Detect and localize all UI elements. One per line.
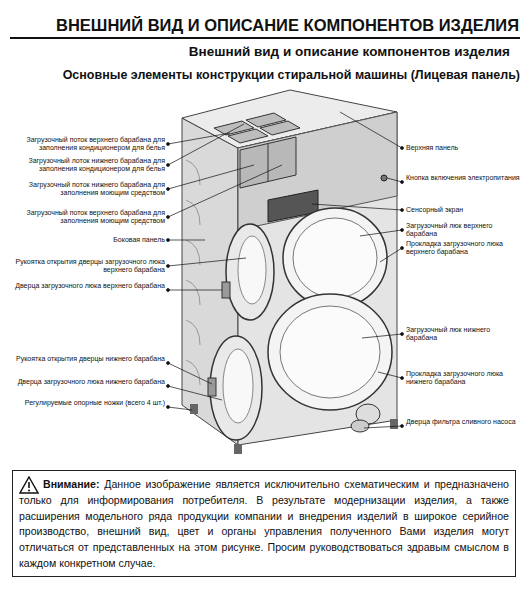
leader-line [168,124,244,165]
rib [186,280,200,305]
part-label: Загрузочный люк верхнего барабана [406,222,521,238]
tray [214,121,254,135]
upper-handle [222,282,230,298]
subheading: Основные элементы конструкции стиральной… [20,68,520,82]
foot [234,444,242,454]
leader-line [364,426,402,428]
leader-line [168,258,246,266]
leader-line [380,248,402,262]
leader-dot [167,164,170,167]
upper-door [226,224,274,320]
part-label: Кнопка включения электропитания [406,174,521,182]
leader-line [168,363,212,384]
rib [186,200,200,225]
side-ribs [186,160,200,385]
page-title: ВНЕШНИЙ ВИД И ОПИСАНИЕ КОМПОНЕНТОВ ИЗДЕЛ… [56,16,519,35]
part-label: Сенсорный экран [406,206,521,214]
lower-handle [208,378,216,396]
warning-box: Внимание: Данное изображение является ис… [12,470,516,577]
lower-hatch [268,294,392,410]
part-label: Дверца загрузочного люка нижнего барабан… [10,378,165,386]
dispenser-trays [214,113,300,143]
part-label: Прокладка загрузочного люка верхнего бар… [406,240,521,256]
leader-dot [401,247,404,250]
part-label: Загрузочный лоток нижнего барабана для з… [10,157,165,173]
subheading: Внешний вид и описание компонентов издел… [20,44,510,59]
leader-dot [401,425,404,428]
lower-door-glass [223,349,253,423]
lower-gasket [280,306,380,398]
leader-line [360,230,402,236]
leader-line [378,372,402,378]
upper-gasket [293,218,377,298]
leader-dot [167,239,170,242]
leader-line [168,165,254,189]
filter-door [351,420,369,432]
leader-dot [167,188,170,191]
drawer-split [268,144,269,181]
leader-line [168,165,282,217]
upper-hatch [283,208,387,308]
leader-line [168,290,222,291]
upper-door-glass [238,236,266,304]
leader-dot [401,209,404,212]
leader-dot [167,385,170,388]
part-label: Дверца фильтра сливного насоса [406,418,521,426]
warning-heading: Внимание: [43,478,104,490]
leader-dot [167,406,170,409]
tray [246,113,286,127]
warning-icon [19,476,39,494]
part-label: Регулируемые опорные ножки (всего 4 шт.) [10,399,165,407]
title-rule [10,37,520,39]
leader-lines [167,112,404,428]
part-label: Загрузочный люк нижнего барабана [406,326,521,342]
leader-dot [167,216,170,219]
leader-dot [167,143,170,146]
leader-dot [401,147,404,150]
part-label: Верхняя панель [406,144,521,152]
foot [390,419,398,429]
leader-line [387,178,402,182]
rib [186,320,200,345]
leader-line [168,386,222,400]
leader-dot [401,229,404,232]
leader-dot [167,265,170,268]
leader-line [362,334,402,338]
leader-dot [401,181,404,184]
warning-dot [28,490,30,492]
power-button [381,175,387,181]
part-label: Рукоятка открытия дверцы загрузочного лю… [10,258,165,274]
leader-line [168,240,205,241]
leader-dot [401,333,404,336]
part-label: Загрузочный поток верхнего барабана для … [10,209,165,225]
part-label: Прокладка загрузочного люка нижнего бара… [406,370,521,386]
lower-door [210,336,262,440]
part-label: Боковая панель [10,236,165,244]
rib [186,240,200,265]
leader-line [312,204,402,210]
part-label: Рукоятка открытия дверцы нижнего барабан… [10,355,165,363]
warning-triangle [20,477,38,493]
leader-line [168,407,192,410]
rib [186,160,200,185]
leader-dot [167,362,170,365]
leader-dot [401,377,404,380]
part-label: Загрузочный поток верхнего барабана для … [10,136,165,152]
warning-mark [28,482,30,488]
warning-body: Данное изображение является исключительн… [19,478,509,569]
leader-line [340,112,402,148]
part-label: Дверца загрузочного люка верхнего бараба… [10,282,165,290]
foot [190,404,198,414]
leader-dot [167,289,170,292]
warning-text: Внимание: Данное изображение является ис… [13,471,515,576]
part-label: Загрузочный поток нижнего барабана для з… [10,181,165,197]
leader-line [168,133,230,144]
